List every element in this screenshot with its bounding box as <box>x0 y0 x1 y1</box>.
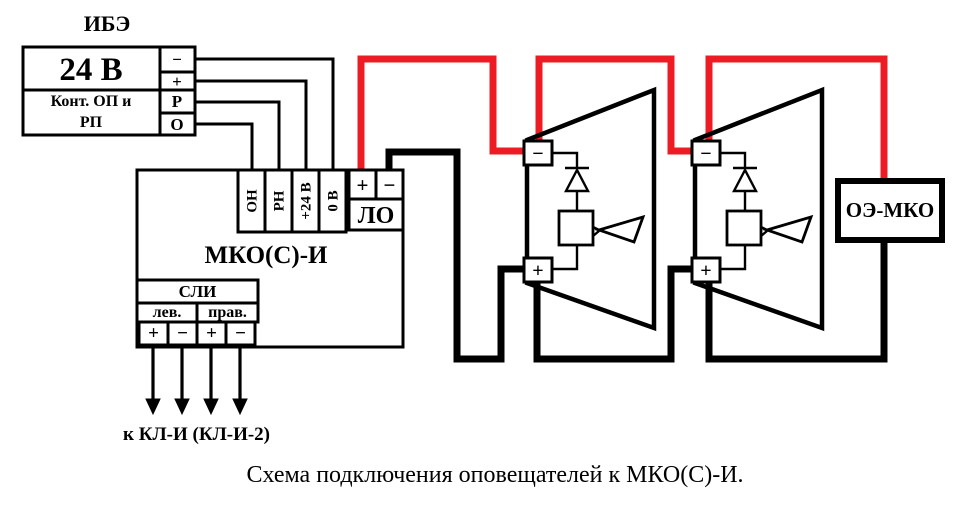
mko-title: МКО(С)-И <box>204 242 328 269</box>
kl-destination-note: к КЛ-И (КЛ-И-2) <box>123 424 270 445</box>
mko-lo-minus-label: − <box>384 173 396 197</box>
wire-minus-to-0v <box>194 57 335 170</box>
mko-sli-terminal-label-2: − <box>177 323 188 344</box>
sounder-plus-label: + <box>700 260 711 282</box>
ibe-title: ИБЭ <box>84 11 131 36</box>
mko-lo-plus-label: + <box>357 173 369 197</box>
sounder-1: − + <box>522 86 657 332</box>
sounder-internal-wire-top <box>720 151 747 168</box>
mko-sli-left-label: лев. <box>153 304 182 321</box>
sounder-minus-terminal <box>690 139 722 167</box>
sounder-body <box>692 86 825 332</box>
arrowhead-icon <box>145 398 161 416</box>
positive-wire-run-1 <box>357 55 526 171</box>
mko-sli-terminal-label-4: − <box>235 323 246 344</box>
sounder-internal-wire-bottom <box>720 245 747 271</box>
sounder-minus-label: − <box>532 143 543 165</box>
sounder-internal-wire-top <box>552 151 579 168</box>
diagram-caption: Схема подключения оповещателей к МКО(С)-… <box>246 462 743 488</box>
sounder-2: − + <box>690 86 825 332</box>
mko-sli-label: СЛИ <box>179 282 217 301</box>
positive-wire-run-2 <box>535 55 694 155</box>
positive-wire-run-3 <box>705 55 888 183</box>
negative-wire-runs <box>385 148 888 363</box>
mko-terminal-label-0v: 0 В <box>326 190 342 211</box>
ibe-contact-line2: РП <box>80 114 103 131</box>
diode-symbol <box>732 167 758 193</box>
sounder-minus-terminal <box>522 139 554 167</box>
oe-mko-label: ОЭ-МКО <box>846 198 934 222</box>
sounder-plus-terminal <box>522 256 554 284</box>
mko-terminal-label-on: ОН <box>245 189 261 213</box>
negative-wire-run-3 <box>705 240 888 363</box>
sounder-minus-label: − <box>700 143 711 165</box>
mko-sli-terminal-label-1: + <box>148 323 159 344</box>
ibe-voltage-label: 24 В <box>59 52 122 88</box>
ibe-terminal-o: О <box>170 115 183 134</box>
ibe-terminal-r: Р <box>172 92 182 111</box>
wire-r-to-rn <box>194 100 281 170</box>
driver-box-symbol <box>557 209 595 247</box>
wire-plus-to-24v <box>194 79 308 170</box>
mko-sli-terminal-label-3: + <box>206 323 217 344</box>
mko-terminal-label-24v: +24 В <box>299 182 315 219</box>
negative-wire-run-2 <box>533 265 694 363</box>
mko-module-block: МКО(С)-И ОН РН +24 В 0 В + − ЛО СЛИ лев.… <box>135 168 405 349</box>
arrowhead-icon <box>203 398 219 416</box>
ibe-terminal-plus: + <box>172 72 182 91</box>
sli-output-arrows <box>145 345 248 416</box>
mko-sli-right-label: прав. <box>208 304 247 321</box>
arrowhead-icon <box>232 398 248 416</box>
sounder-body <box>524 86 657 332</box>
arrowhead-icon <box>174 398 190 416</box>
mko-terminal-label-rn: РН <box>272 190 288 211</box>
mko-terminal-cell-0v <box>317 168 348 234</box>
horn-symbol <box>594 214 646 244</box>
negative-wire-run-1 <box>385 148 526 363</box>
ibe-contact-line1: Конт. ОП и <box>51 93 132 110</box>
oe-mko-block: ОЭ-МКО <box>835 178 945 243</box>
ibe-psu-block: ИБЭ 24 В Конт. ОП и РП − + Р О <box>21 11 197 137</box>
sounder-plus-terminal <box>690 256 722 284</box>
mko-terminal-cell-rn <box>263 168 294 234</box>
driver-box-symbol <box>725 209 763 247</box>
mko-terminal-cell-24v <box>290 168 321 234</box>
sounder-internal-wire-bottom <box>552 245 579 271</box>
horn-symbol <box>762 214 814 244</box>
mko-lo-label-cell <box>347 197 405 232</box>
positive-wire-runs <box>357 55 888 183</box>
diode-symbol <box>564 167 590 193</box>
ibe-terminal-minus: − <box>172 50 182 69</box>
mko-lo-label: ЛО <box>358 203 395 229</box>
psu-to-mko-wires <box>194 57 335 170</box>
oe-mko-box <box>835 178 945 243</box>
sounder-plus-label: + <box>532 260 543 282</box>
wire-o-to-on <box>194 122 254 170</box>
